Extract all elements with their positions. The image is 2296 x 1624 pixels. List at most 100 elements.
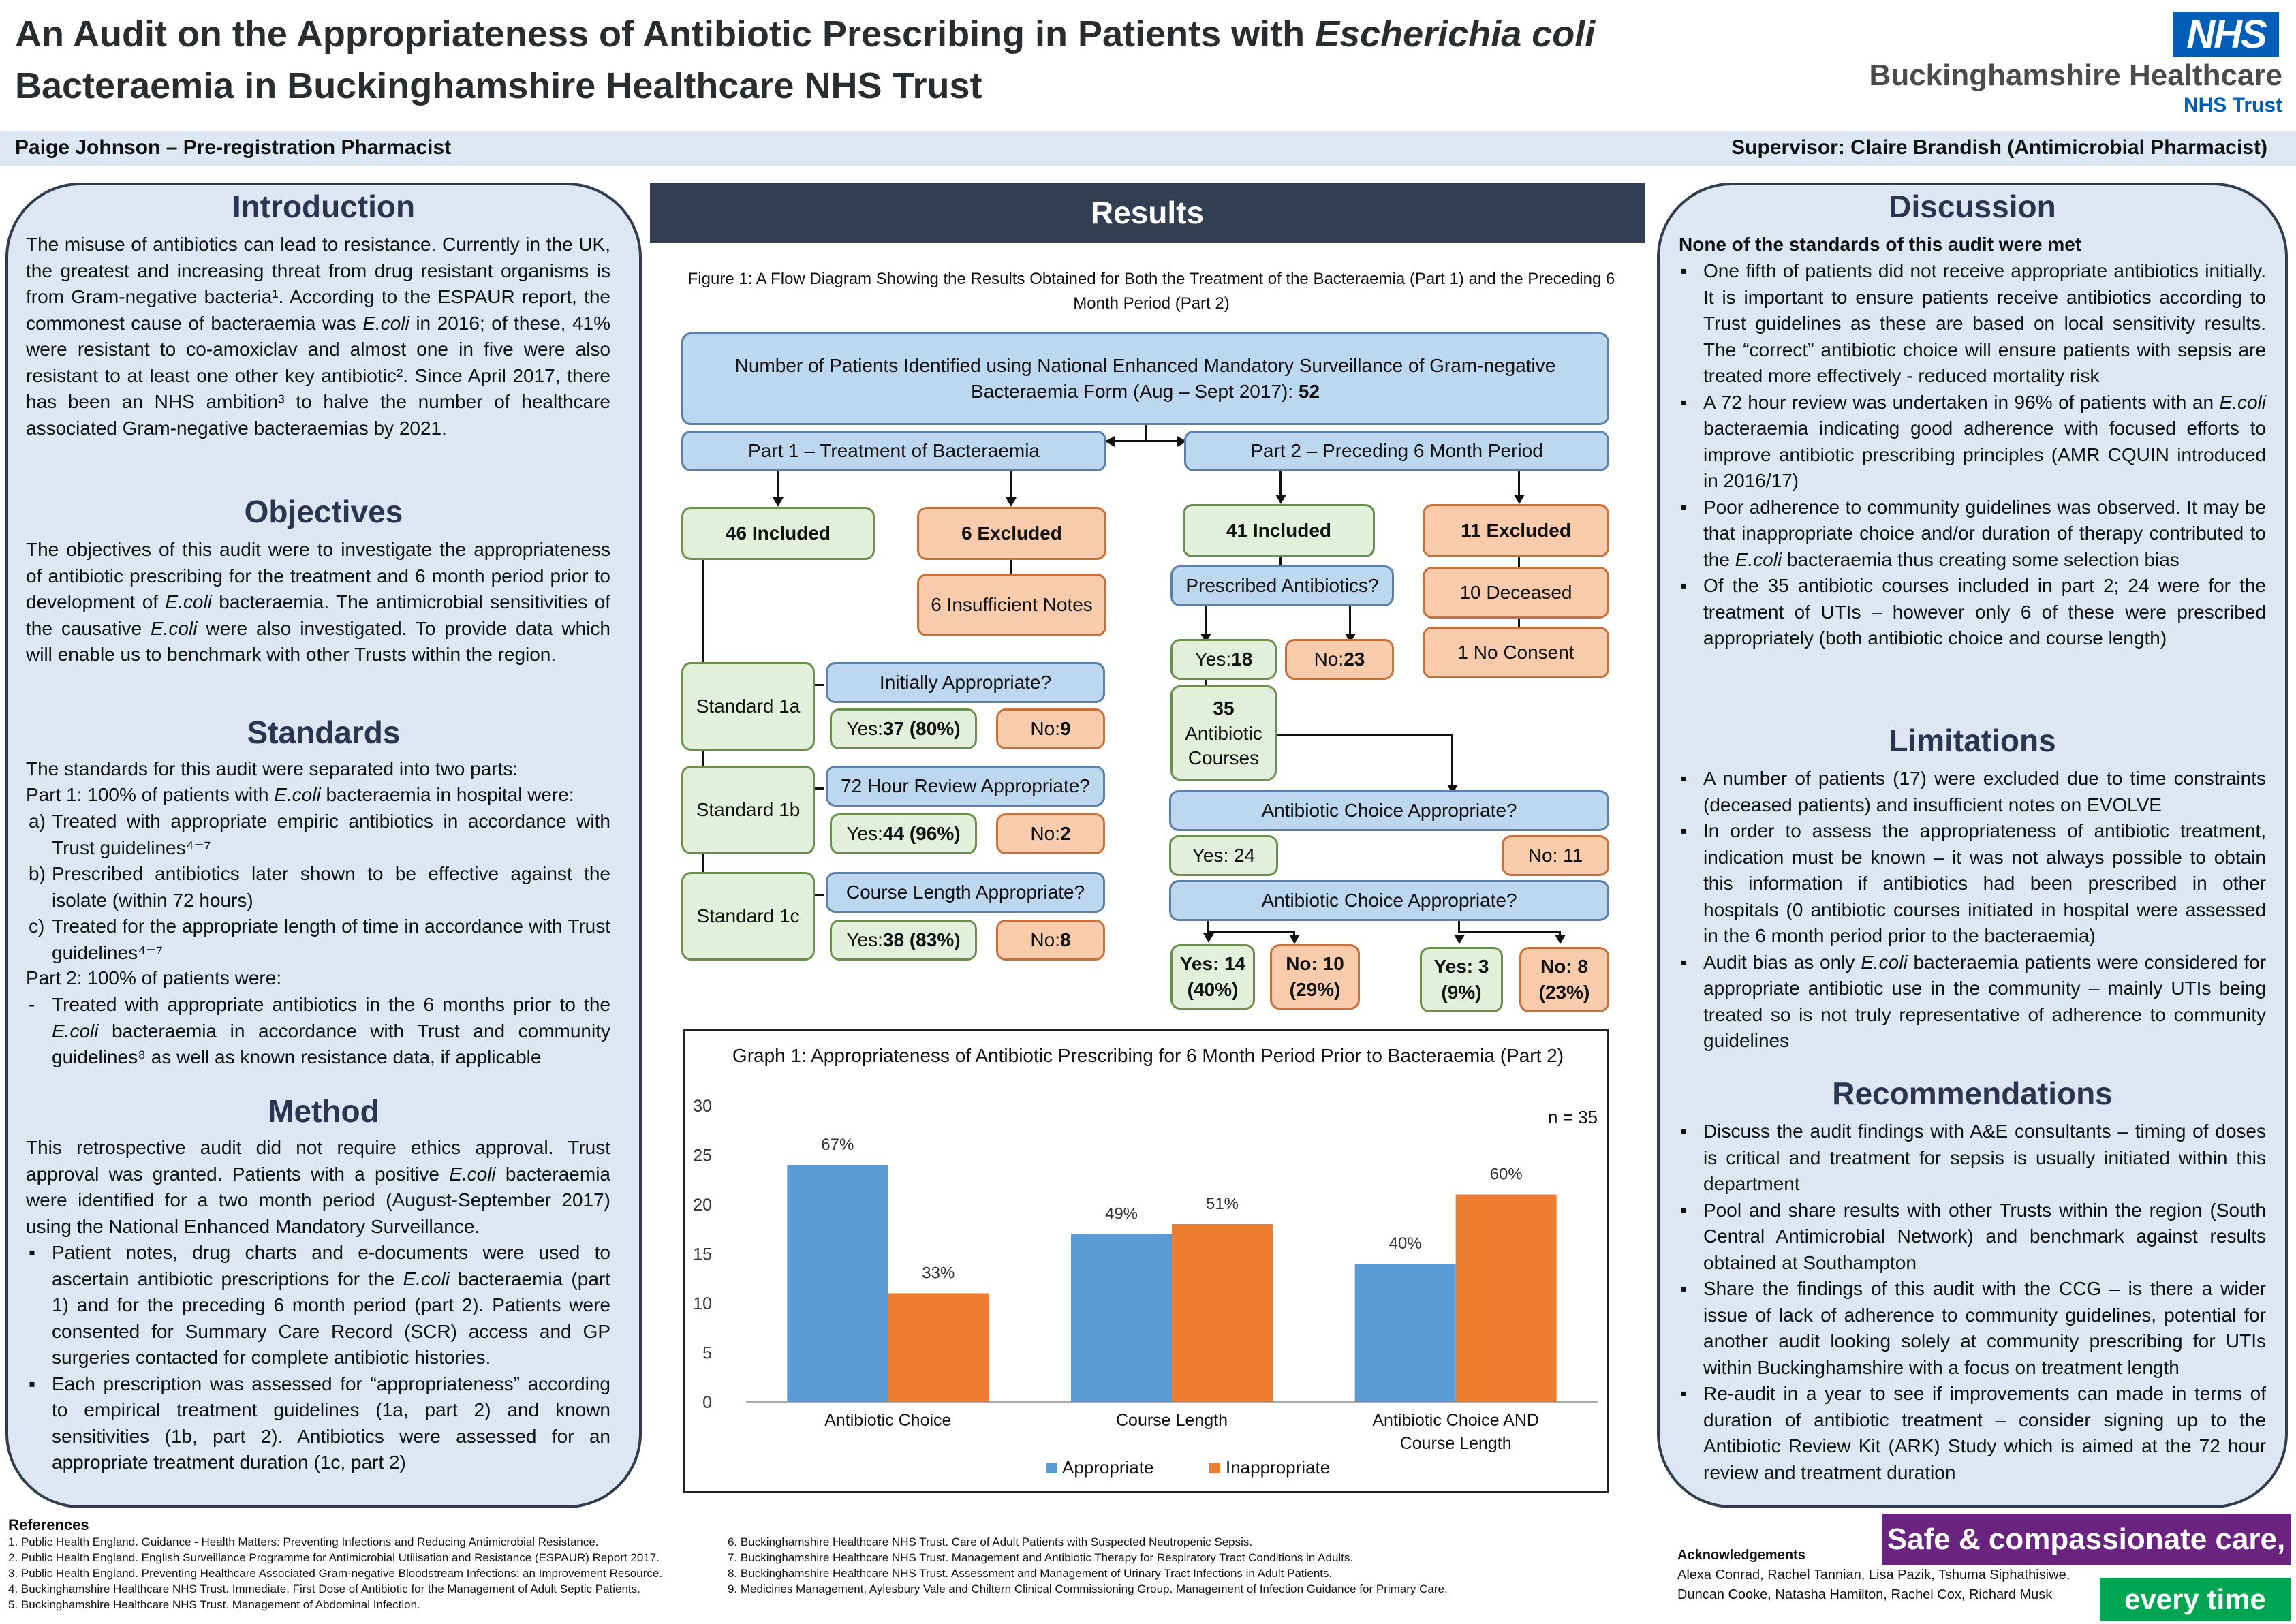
list-item: Audit bias as only E.coli bacteraemia pa… [1677, 950, 2266, 1055]
x-tick-label: Course Length [1400, 1434, 1512, 1453]
reference-item: 7. Buckinghamshire Healthcare NHS Trust.… [728, 1551, 1354, 1564]
p2-included-box: 41 Included [1183, 504, 1375, 557]
prescribed-no: No: 23 [1285, 639, 1394, 680]
limitations-bullets: A number of patients (17) were excluded … [1677, 766, 2266, 1055]
discussion-lead: None of the standards of this audit were… [1679, 234, 2082, 255]
p1-excluded-box: 6 Excluded [917, 507, 1106, 560]
q-course-length: Course Length Appropriate? [826, 872, 1105, 913]
yes-1c: Yes: 38 (83%) [830, 920, 977, 961]
no-1b: No: 2 [996, 813, 1105, 854]
list-item: One fifth of patients did not receive ap… [1677, 258, 2266, 390]
introduction-text: The misuse of antibiotics can lead to re… [26, 234, 610, 439]
list-item: Share the findings of this audit with th… [1677, 1276, 2266, 1381]
standards-heading: Standards [247, 715, 401, 750]
acknowledgements-heading: Acknowledgements [1677, 1548, 1805, 1563]
no-1a: No: 9 [996, 708, 1105, 749]
legend-label: Inappropriate [1226, 1457, 1330, 1478]
list-item: Of the 35 antibiotic courses included in… [1677, 573, 2266, 652]
standards-part1: Part 1: 100% of patients with E.coli bac… [26, 784, 574, 805]
standards-part2-list: Treated with appropriate antibiotics in … [26, 992, 610, 1071]
slogan-banner: Safe & compassionate care, [1882, 1514, 2291, 1565]
graph-container: Graph 1: Appropriateness of Antibiotic P… [683, 1029, 1609, 1493]
acknowledgements-text: Alexa Conrad, Rachel Tannian, Lisa Pazik… [1677, 1567, 2070, 1602]
p2-excluded-box: 11 Excluded [1423, 504, 1609, 557]
choice-yes: Yes: 24 [1169, 835, 1278, 876]
objectives-text: The objectives of this audit were to inv… [26, 539, 610, 665]
author: Paige Johnson – Pre-registration Pharmac… [15, 136, 452, 159]
reference-item: 8. Buckinghamshire Healthcare NHS Trust.… [728, 1567, 1333, 1580]
data-label: 33% [922, 1264, 955, 1283]
trust-subtitle: NHS Trust [2183, 94, 2282, 116]
discussion-heading: Discussion [1889, 189, 2056, 224]
bar-inappropriate [1455, 1194, 1557, 1402]
references-heading: References [8, 1516, 89, 1533]
q-initially-appropriate: Initially Appropriate? [826, 662, 1105, 703]
bar-inappropriate [1172, 1224, 1273, 1402]
y-tick-label: 25 [693, 1146, 712, 1166]
poster-title: An Audit on the Appropriateness of Antib… [15, 14, 1596, 106]
standards-part2: Part 2: 100% of patients were: [26, 967, 282, 988]
standard-1a-box: Standard 1a [681, 662, 815, 751]
legend-swatch-inappropriate [1209, 1463, 1220, 1473]
legend-swatch-appropriate [1046, 1463, 1057, 1473]
list-item: Re-audit in a year to see if improvement… [1677, 1381, 2266, 1486]
list-item: Patient notes, drug charts and e-documen… [26, 1240, 610, 1371]
y-tick-label: 0 [702, 1393, 712, 1412]
standards-intro: The standards for this audit were separa… [26, 758, 518, 779]
identified-patients-box: Number of Patients Identified using Nati… [681, 332, 1609, 425]
y-tick-label: 30 [693, 1097, 712, 1116]
recommendations-bullets: Discuss the audit findings with A&E cons… [1677, 1119, 2266, 1486]
introduction-heading: Introduction [232, 189, 416, 224]
list-item: Treated for the appropriate length of ti… [26, 914, 610, 966]
supervisor: Supervisor: Claire Brandish (Antimicrobi… [1731, 136, 2267, 159]
nhs-logo: NHS [2173, 12, 2279, 57]
method-bullets: Patient notes, drug charts and e-documen… [26, 1240, 610, 1476]
y-tick-label: 20 [693, 1196, 712, 1215]
bar-appropriate [1071, 1234, 1172, 1402]
part2-box: Part 2 – Preceding 6 Month Period [1184, 431, 1609, 471]
y-tick-label: 10 [693, 1294, 712, 1313]
method-text: This retrospective audit did not require… [26, 1137, 610, 1237]
chart-title: Graph 1: Appropriateness of Antibiotic P… [732, 1045, 1564, 1066]
objectives-heading: Objectives [244, 494, 403, 529]
p1-included-box: 46 Included [681, 507, 875, 560]
method-heading: Method [268, 1093, 379, 1129]
bar-inappropriate [888, 1293, 989, 1402]
prescribed-yes: Yes: 18 [1170, 639, 1277, 680]
leaf-choice-yes-length-yes: Yes: 14 (40%) [1170, 944, 1255, 1010]
legend-label: Appropriate [1062, 1457, 1153, 1478]
choice-no: No: 11 [1502, 835, 1609, 876]
list-item: Pool and share results with other Trusts… [1677, 1198, 2266, 1277]
q-72-hour-review: 72 Hour Review Appropriate? [826, 766, 1105, 807]
p2-excl-consent: 1 No Consent [1423, 627, 1609, 678]
bar-appropriate [787, 1165, 888, 1402]
y-tick-label: 15 [693, 1245, 712, 1264]
reference-item: 6. Buckinghamshire Healthcare NHS Trust.… [728, 1535, 1253, 1548]
data-label: 51% [1206, 1195, 1239, 1213]
recommendations-heading: Recommendations [1832, 1076, 2113, 1111]
references-col2: 6. Buckinghamshire Healthcare NHS Trust.… [728, 1534, 1450, 1597]
list-item: Treated with appropriate antibiotics in … [26, 992, 610, 1071]
results-heading: Results [650, 183, 1645, 243]
list-item: In order to assess the appropriateness o… [1677, 818, 2266, 950]
chart-annotation: n = 35 [1548, 1107, 1598, 1127]
leaf-choice-no-length-no: No: 8 (23%) [1519, 947, 1609, 1012]
discussion-bullets: One fifth of patients did not receive ap… [1677, 258, 2266, 652]
reference-item: 2. Public Health England. English Survei… [8, 1551, 660, 1564]
references-col1: 1. Public Health England. Guidance - Hea… [8, 1534, 710, 1612]
p1-exclusion-reason: 6 Insufficient Notes [917, 574, 1106, 636]
data-label: 67% [821, 1136, 854, 1154]
data-label: 60% [1490, 1166, 1523, 1184]
q-antibiotic-choice-2: Antibiotic Choice Appropriate? [1169, 880, 1609, 921]
yes-1a: Yes: 37 (80%) [830, 708, 977, 749]
q-antibiotic-choice: Antibiotic Choice Appropriate? [1169, 790, 1609, 831]
list-item: Discuss the audit findings with A&E cons… [1677, 1119, 2266, 1198]
standards-part1-list: Treated with appropriate empiric antibio… [26, 809, 610, 966]
reference-item: 4. Buckinghamshire Healthcare NHS Trust.… [8, 1582, 640, 1595]
trust-name: Buckinghamshire Healthcare [1869, 59, 2282, 92]
standard-1b-box: Standard 1b [681, 766, 815, 854]
reference-item: 3. Public Health England. Preventing Hea… [8, 1567, 663, 1580]
q-prescribed-antibiotics: Prescribed Antibiotics? [1170, 565, 1394, 606]
figure-caption: Figure 1: A Flow Diagram Showing the Res… [687, 270, 1615, 313]
